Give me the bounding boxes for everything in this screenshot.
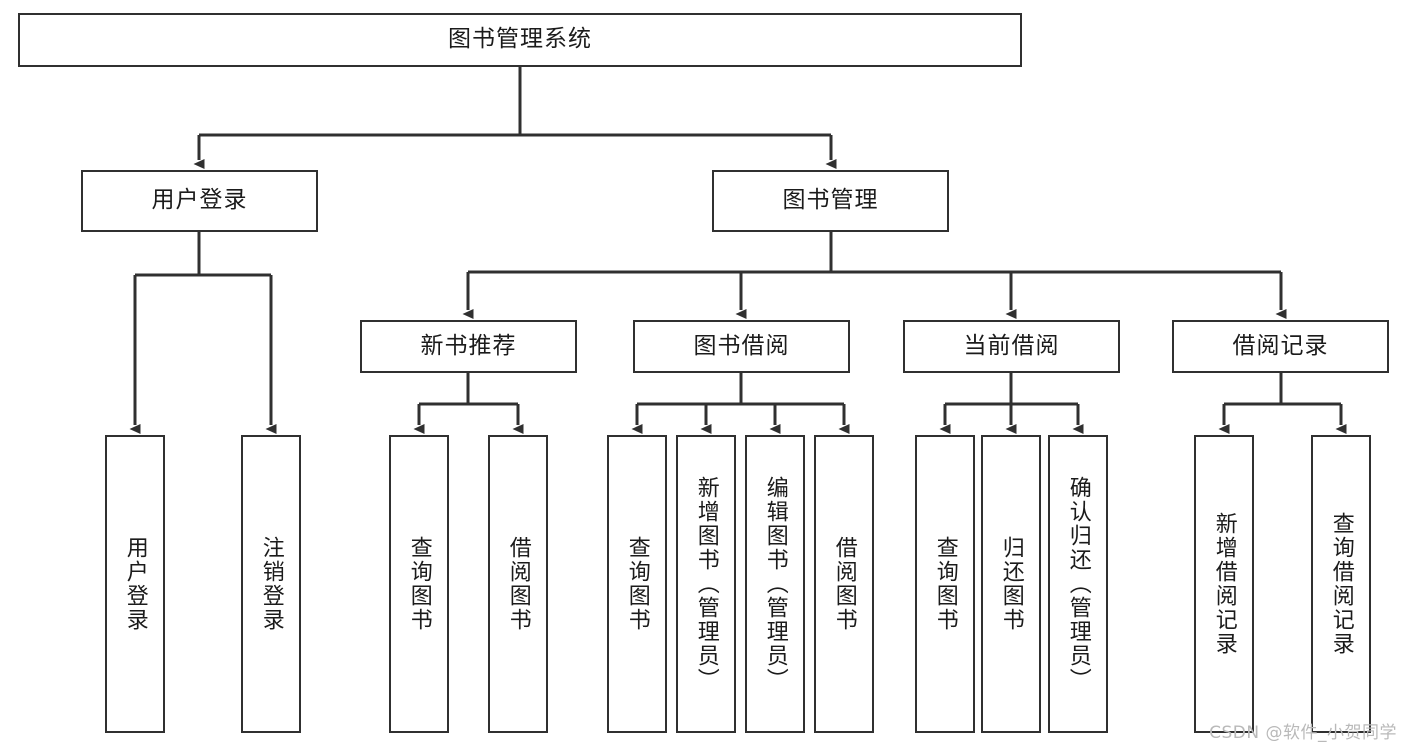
node-leaf-add-book-label: 新增图书（管理员） — [693, 476, 719, 692]
node-book-borrow-label: 图书借阅 — [693, 332, 790, 359]
node-leaf-borrow-book-2-label: 借阅图书 — [831, 536, 857, 632]
node-leaf-edit-book-label: 编辑图书（管理员） — [762, 476, 788, 692]
node-leaf-query-book-3[interactable]: 查询图书 — [915, 435, 975, 733]
node-leaf-borrow-book-2[interactable]: 借阅图书 — [814, 435, 874, 733]
node-leaf-return-book-label: 归还图书 — [998, 536, 1024, 632]
node-new-book-rec[interactable]: 新书推荐 — [360, 320, 577, 373]
node-leaf-borrow-book-1-label: 借阅图书 — [505, 536, 531, 632]
node-leaf-edit-book[interactable]: 编辑图书（管理员） — [745, 435, 805, 733]
node-leaf-user-login[interactable]: 用户登录 — [105, 435, 165, 733]
node-user-login[interactable]: 用户登录 — [81, 170, 318, 232]
node-leaf-query-book-1-label: 查询图书 — [406, 536, 432, 632]
node-borrow-record[interactable]: 借阅记录 — [1172, 320, 1389, 373]
node-current-borrow[interactable]: 当前借阅 — [903, 320, 1120, 373]
node-leaf-query-record[interactable]: 查询借阅记录 — [1311, 435, 1371, 733]
node-root[interactable]: 图书管理系统 — [18, 13, 1022, 67]
node-leaf-return-book[interactable]: 归还图书 — [981, 435, 1041, 733]
node-leaf-query-book-2[interactable]: 查询图书 — [607, 435, 667, 733]
node-leaf-query-book-2-label: 查询图书 — [624, 536, 650, 632]
watermark-text: CSDN @软件_小贺同学 — [1209, 723, 1397, 743]
node-leaf-add-book[interactable]: 新增图书（管理员） — [676, 435, 736, 733]
node-leaf-confirm-return-label: 确认归还（管理员） — [1065, 476, 1091, 692]
node-root-label: 图书管理系统 — [448, 26, 592, 53]
node-current-borrow-label: 当前借阅 — [963, 332, 1060, 359]
node-leaf-confirm-return[interactable]: 确认归还（管理员） — [1048, 435, 1108, 733]
node-leaf-query-book-1[interactable]: 查询图书 — [389, 435, 449, 733]
node-leaf-user-logout[interactable]: 注销登录 — [241, 435, 301, 733]
node-leaf-user-logout-label: 注销登录 — [258, 536, 284, 632]
node-leaf-borrow-book-1[interactable]: 借阅图书 — [488, 435, 548, 733]
node-user-login-label: 用户登录 — [151, 187, 248, 214]
node-leaf-query-record-label: 查询借阅记录 — [1328, 512, 1354, 656]
node-book-manage-label: 图书管理 — [782, 187, 879, 214]
node-book-manage[interactable]: 图书管理 — [712, 170, 949, 232]
node-leaf-add-record[interactable]: 新增借阅记录 — [1194, 435, 1254, 733]
node-borrow-record-label: 借阅记录 — [1232, 332, 1329, 359]
node-leaf-query-book-3-label: 查询图书 — [932, 536, 958, 632]
node-leaf-user-login-label: 用户登录 — [122, 536, 148, 632]
node-leaf-add-record-label: 新增借阅记录 — [1211, 512, 1237, 656]
node-book-borrow[interactable]: 图书借阅 — [633, 320, 850, 373]
node-new-book-rec-label: 新书推荐 — [420, 332, 517, 359]
